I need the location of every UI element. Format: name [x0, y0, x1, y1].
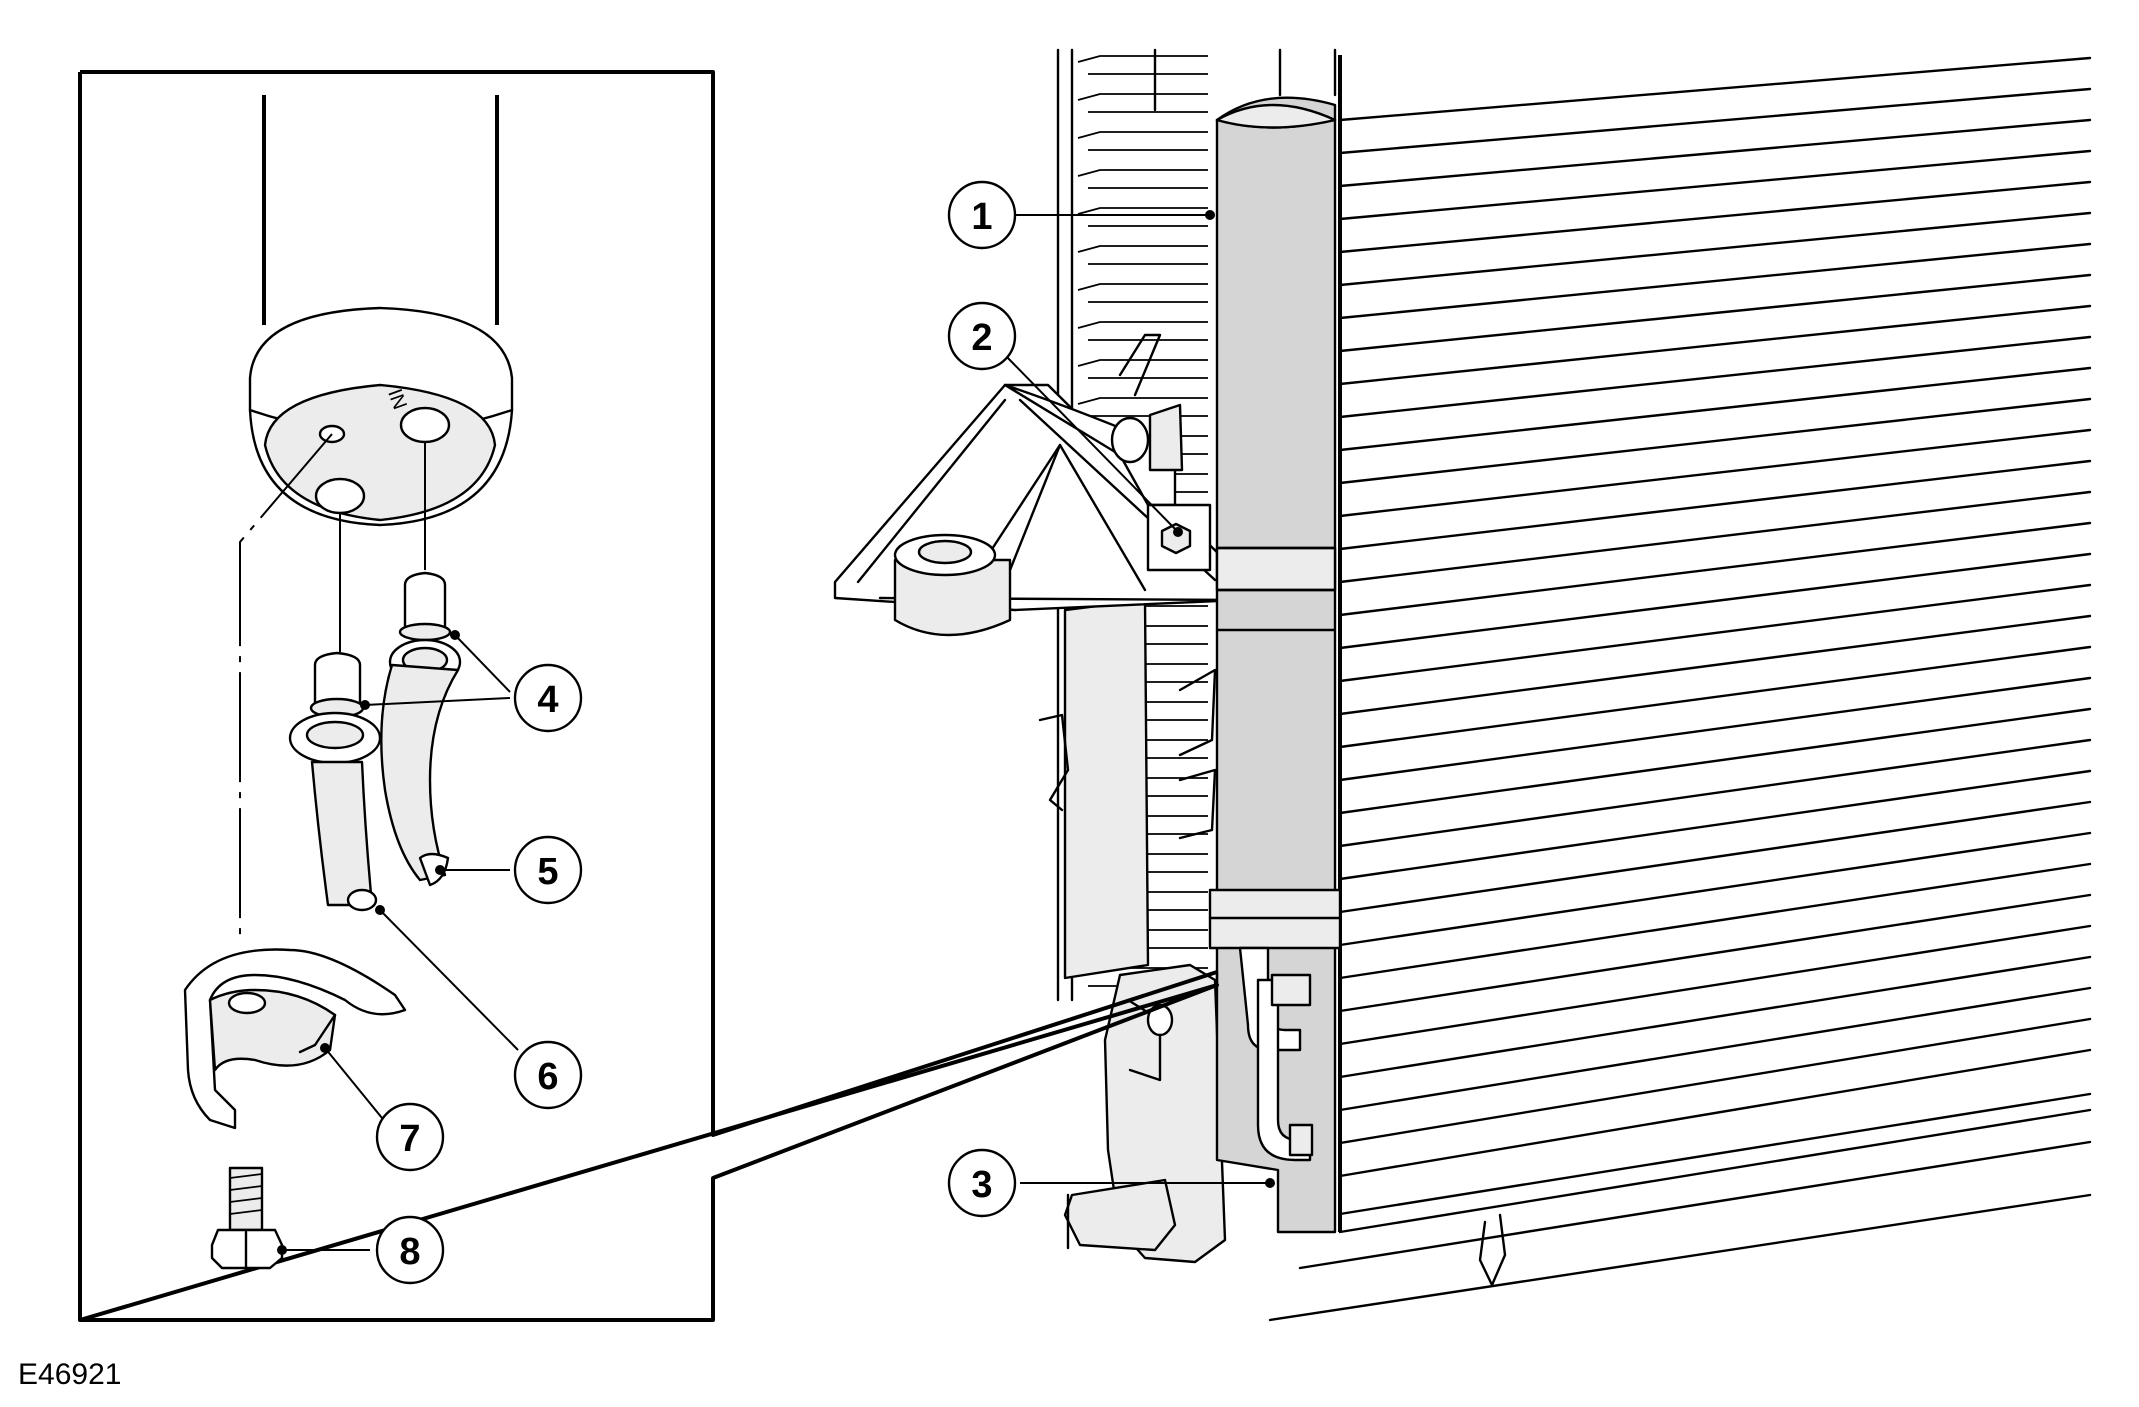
receiver-dryer [1208, 96, 1342, 1234]
condenser-fin [1338, 521, 2092, 617]
condenser-fin [1338, 831, 2092, 947]
tank-rib [1077, 397, 1208, 417]
tank-rib [1077, 93, 1208, 113]
condenser-fin [1338, 366, 2092, 452]
callout-2-label: 2 [971, 317, 992, 359]
condenser-fin [1338, 707, 2092, 815]
callout-3-label: 3 [971, 1164, 992, 1206]
o-ring-tube-left [288, 651, 382, 912]
condenser-fin [1338, 149, 2092, 221]
condenser-fin [1338, 118, 2092, 188]
condenser-fin [1338, 428, 2092, 518]
condenser-fin [1338, 800, 2092, 914]
condenser-fin [1338, 87, 2092, 155]
port-inlet [399, 406, 451, 444]
condenser-fin [1338, 180, 2092, 254]
callout-1-label: 1 [971, 196, 992, 238]
detail-inset: IN [78, 70, 1219, 1322]
callout-8-label: 8 [399, 1231, 420, 1273]
condenser-fin [1338, 242, 2092, 320]
tank-rib [1077, 207, 1208, 227]
condenser-fin [1338, 738, 2092, 848]
condenser-fin [1338, 397, 2092, 485]
condenser-fin [1338, 304, 2092, 386]
condenser-fin [1338, 924, 2092, 1046]
callout-1: 1 [947, 180, 1017, 250]
tank-rib [1077, 131, 1208, 151]
figure-id: E46921 [18, 1358, 122, 1391]
port-outlet [314, 477, 366, 515]
mounting-bracket [833, 333, 1242, 637]
callout-8: 8 [375, 1215, 445, 1285]
condenser-fin [1338, 769, 2092, 881]
condenser-fin [1338, 1048, 2092, 1178]
o-ring-tube-right [380, 571, 462, 887]
retaining-clamp [183, 948, 407, 1130]
callout-5-label: 5 [537, 851, 558, 893]
condenser-fin [1338, 490, 2092, 584]
tank-rib [1077, 359, 1208, 379]
callout-6-label: 6 [537, 1056, 558, 1098]
tank-rib [1077, 55, 1208, 75]
condenser-fin [1338, 1017, 2092, 1145]
condenser-fin [1338, 893, 2092, 1013]
condenser-fin [1338, 552, 2092, 650]
condenser-fin [1338, 955, 2092, 1079]
condenser-core [1268, 55, 2092, 1322]
condenser-fin [1338, 459, 2092, 551]
callout-5: 5 [513, 835, 583, 905]
tank-rib [1077, 245, 1208, 265]
condenser-fin [1338, 862, 2092, 980]
callout-2: 2 [947, 301, 1017, 371]
condenser-fin [1338, 676, 2092, 782]
condenser-fin [1338, 614, 2092, 716]
condenser-fin [1338, 56, 2092, 122]
radiator-side-tank [1038, 48, 1337, 1264]
callout-7: 7 [375, 1102, 445, 1172]
condenser-fin [1338, 583, 2092, 683]
tank-rib [1077, 321, 1208, 341]
condenser-fin [1338, 645, 2092, 749]
callout-4-label: 4 [537, 679, 558, 721]
condenser-fin [1338, 211, 2092, 287]
callout-3: 3 [947, 1148, 1017, 1218]
tank-rib [1077, 169, 1208, 189]
leader-lines [277, 210, 1275, 1255]
callout-4: 4 [513, 663, 583, 733]
bolt [210, 1166, 284, 1270]
condenser-fin [1338, 335, 2092, 419]
tank-rib [1077, 283, 1208, 303]
condenser-fin [1338, 273, 2092, 353]
condenser-fins [1338, 56, 2092, 1178]
callout-7-label: 7 [399, 1118, 420, 1160]
condenser-fin [1338, 986, 2092, 1112]
callout-6: 6 [513, 1040, 583, 1110]
